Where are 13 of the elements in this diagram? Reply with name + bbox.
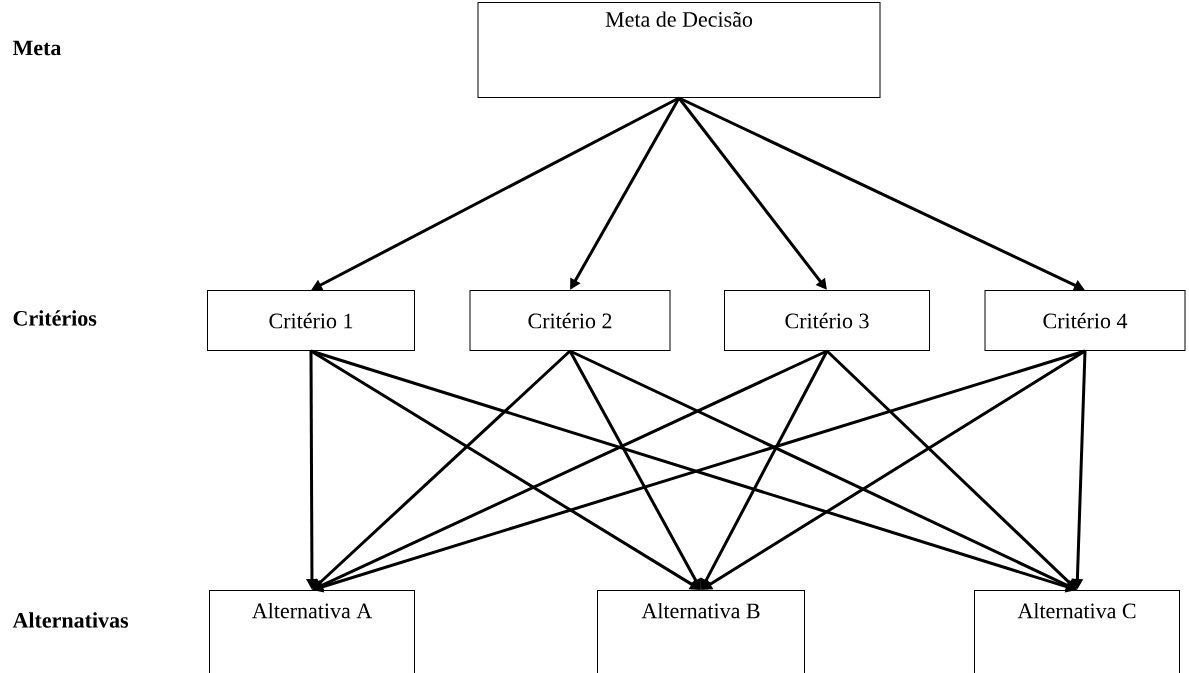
box: Alternativa B: [597, 590, 805, 673]
goal-box: Meta de Decisão: [477, 2, 881, 98]
level-label: Meta: [12, 40, 62, 56]
level-label: Alternativas: [12, 612, 129, 628]
box: Alternativa C: [974, 590, 1180, 673]
box: Alternativa A: [209, 590, 415, 673]
arrow: [825, 349, 1077, 590]
box: Critério 2: [469, 290, 671, 351]
box: Critério 3: [724, 290, 930, 351]
level-label: Critérios: [13, 310, 97, 326]
box: Critério 1: [207, 290, 415, 351]
arrow: [312, 349, 572, 590]
box: Critério 4: [984, 290, 1186, 351]
